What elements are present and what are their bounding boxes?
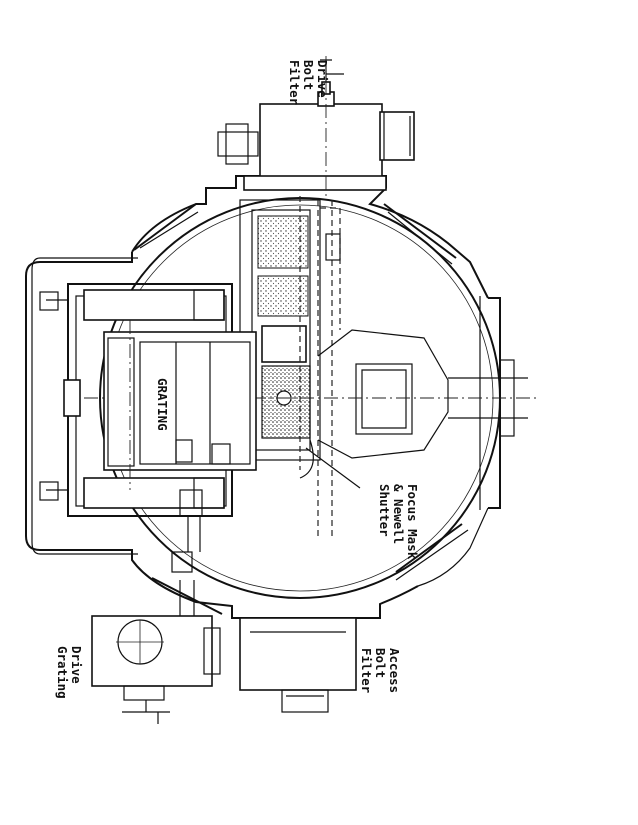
label-grating: GRATING — [155, 378, 170, 431]
filter-bolt-access — [239, 617, 357, 713]
label-line: GRATING — [155, 378, 170, 431]
label-filter-bolt-access: Filter Bolt Access — [359, 648, 402, 694]
label-line: Shutter — [377, 484, 392, 537]
label-line: Filter — [359, 648, 374, 694]
label-line: Bolt — [301, 60, 316, 90]
label-line: Access — [387, 648, 402, 693]
label-line: Drive — [315, 60, 330, 98]
label-line: Drive — [69, 646, 84, 684]
label-shutter: Shutter & Newell Focus Mask — [377, 484, 420, 560]
filter-bolt-drive — [217, 56, 415, 200]
label-line: Grating — [55, 646, 70, 699]
label-line: Filter — [287, 60, 302, 106]
label-filter-bolt-drive: Filter Bolt Drive — [287, 60, 330, 106]
grating-drive — [91, 580, 221, 724]
label-line: & Newell — [391, 484, 406, 544]
label-line: Focus Mask — [405, 484, 420, 560]
label-grating-drive: Grating Drive — [55, 646, 84, 699]
grating-assembly — [39, 283, 257, 573]
filter-bolt-column — [239, 196, 341, 540]
label-line: Bolt — [373, 648, 388, 678]
